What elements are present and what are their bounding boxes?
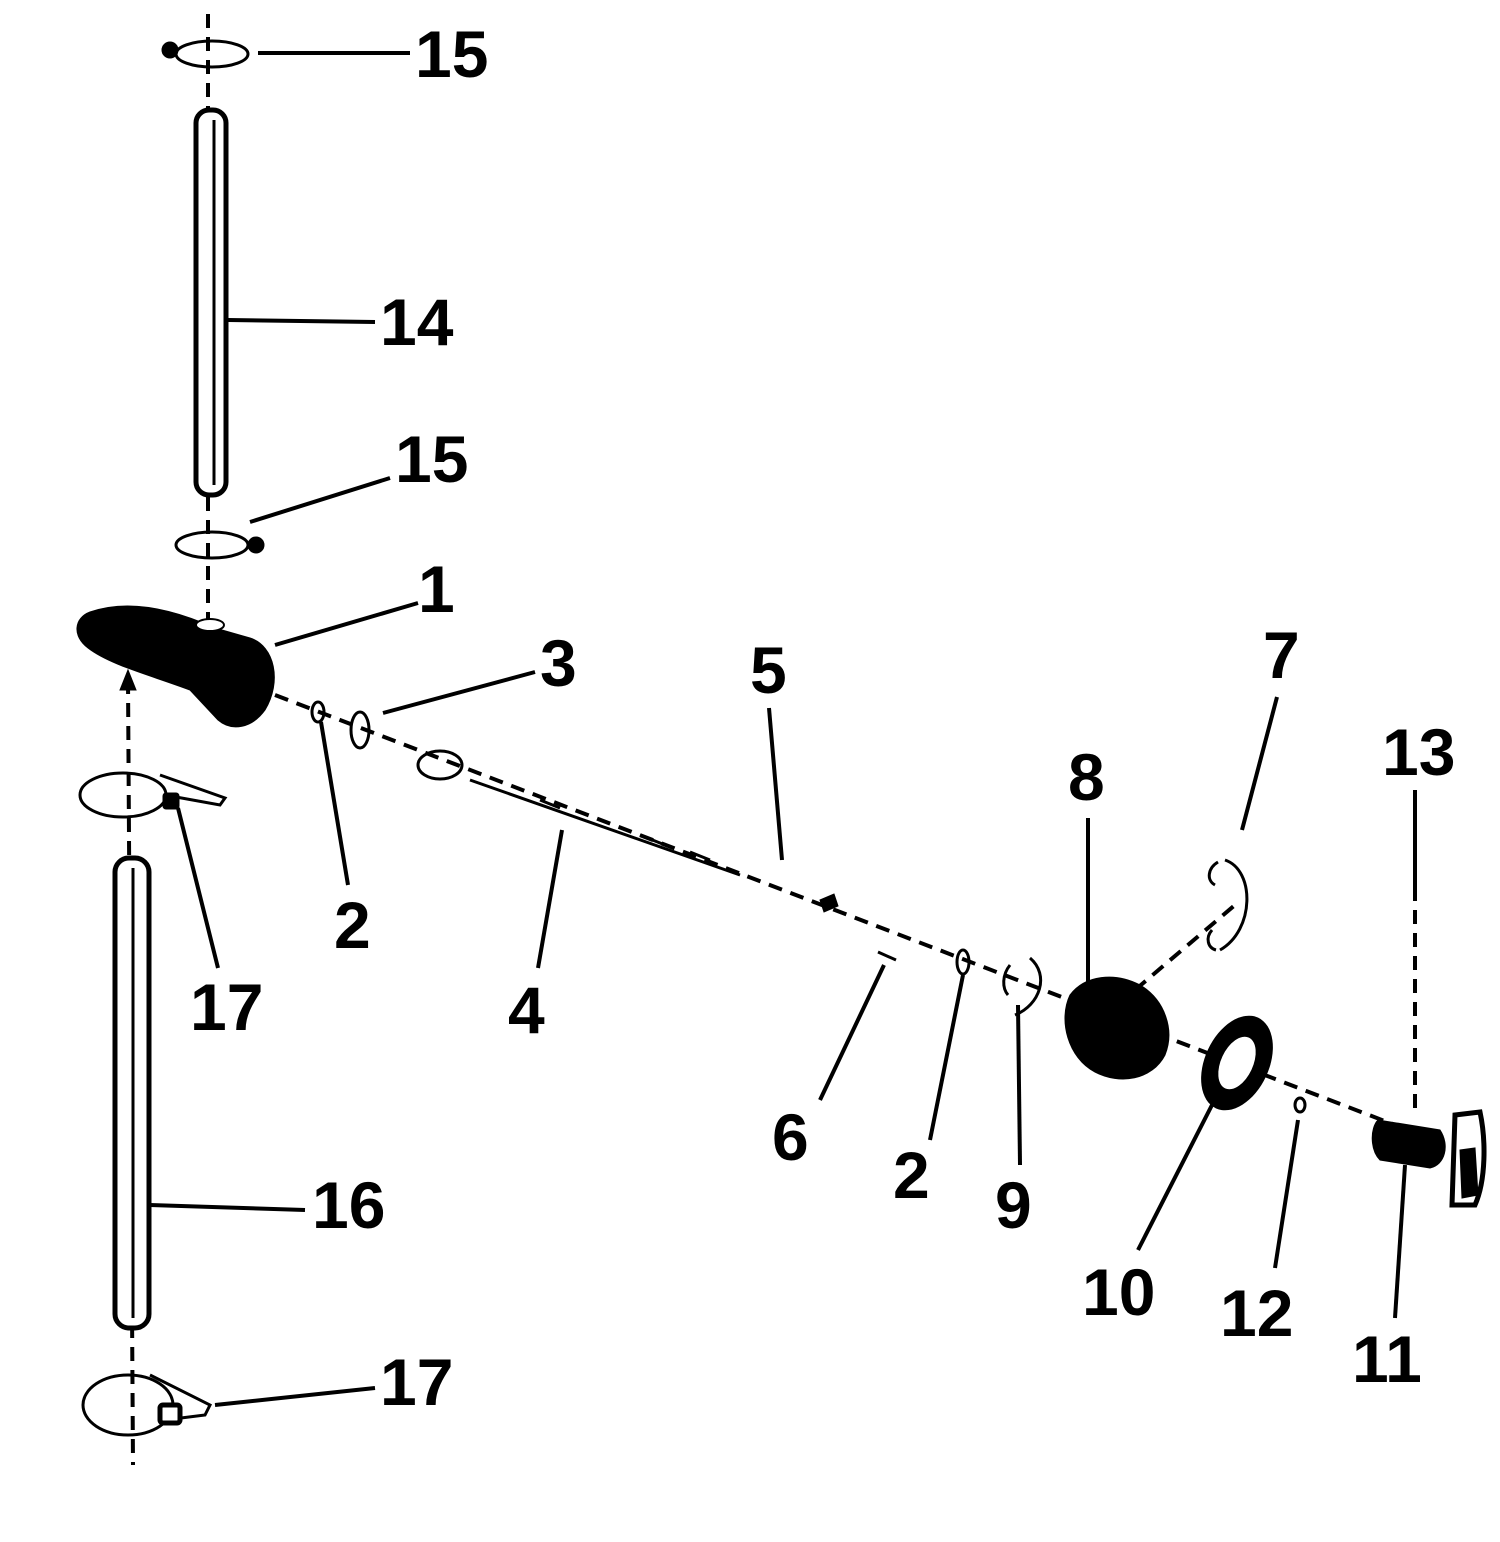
- leader-3: [382, 670, 536, 715]
- callout-9: 9: [995, 1168, 1032, 1242]
- leader-14: [227, 318, 376, 324]
- leader-7: [1240, 696, 1279, 831]
- small-ring: [1293, 1096, 1307, 1114]
- leader-11: [1393, 1164, 1407, 1319]
- callout-2-second: 2: [893, 1138, 930, 1212]
- leader-2-first: [319, 721, 350, 886]
- callout-6: 6: [772, 1100, 809, 1174]
- callout-10: 10: [1082, 1255, 1155, 1329]
- leader-9: [1016, 1004, 1022, 1166]
- leader-2-second: [928, 974, 965, 1141]
- strap-clamp-upper: [78, 771, 228, 819]
- callout-11: 11: [1352, 1322, 1422, 1396]
- callout-15-top: 15: [415, 17, 488, 91]
- clamp-ring-lower: [174, 530, 265, 560]
- leader-5: [767, 707, 784, 861]
- leader-6: [818, 964, 886, 1101]
- gasket-ring: [1201, 1015, 1273, 1111]
- upper-tube: [193, 107, 229, 498]
- spring-clip: [1002, 956, 1043, 1017]
- leader-17-lower: [214, 1386, 376, 1407]
- callout-14: 14: [380, 285, 454, 359]
- knob-to-clip-axis: [1133, 903, 1237, 992]
- leader-4: [536, 829, 564, 969]
- control-knob: [1064, 976, 1170, 1080]
- leader-12: [1273, 1119, 1300, 1269]
- shaft-rod: [416, 749, 839, 913]
- callout-5: 5: [750, 633, 787, 707]
- leader-1: [274, 601, 419, 647]
- axis-arrowhead: [119, 668, 137, 691]
- callout-17-lower: 17: [380, 1345, 453, 1419]
- pin: [877, 950, 897, 962]
- small-washer-second: [955, 948, 971, 976]
- small-washer-first: [310, 700, 326, 724]
- callout-17-upper: 17: [190, 970, 263, 1044]
- callout-8: 8: [1068, 740, 1105, 814]
- leader-16: [149, 1203, 306, 1212]
- callout-2-first: 2: [334, 888, 371, 962]
- leader-17-upper: [176, 807, 220, 969]
- callout-1: 1: [418, 552, 455, 626]
- leader-15-lower: [249, 476, 391, 524]
- callout-13: 13: [1382, 715, 1455, 789]
- callout-4: 4: [508, 973, 545, 1047]
- callout-12: 12: [1220, 1276, 1293, 1350]
- callout-16: 16: [312, 1168, 385, 1242]
- callout-7: 7: [1263, 618, 1300, 692]
- strap-clamp-lower: [81, 1373, 213, 1437]
- callout-3: 3: [540, 626, 577, 700]
- bolt: [1371, 1109, 1487, 1208]
- clamp-ring-top: [161, 39, 250, 69]
- leader-10: [1136, 1104, 1214, 1251]
- lower-tube: [112, 855, 152, 1331]
- elbow-fitting: [76, 605, 275, 728]
- callout-15-lower: 15: [395, 422, 468, 496]
- flat-washer: [349, 710, 371, 750]
- retaining-clip: [1206, 858, 1249, 952]
